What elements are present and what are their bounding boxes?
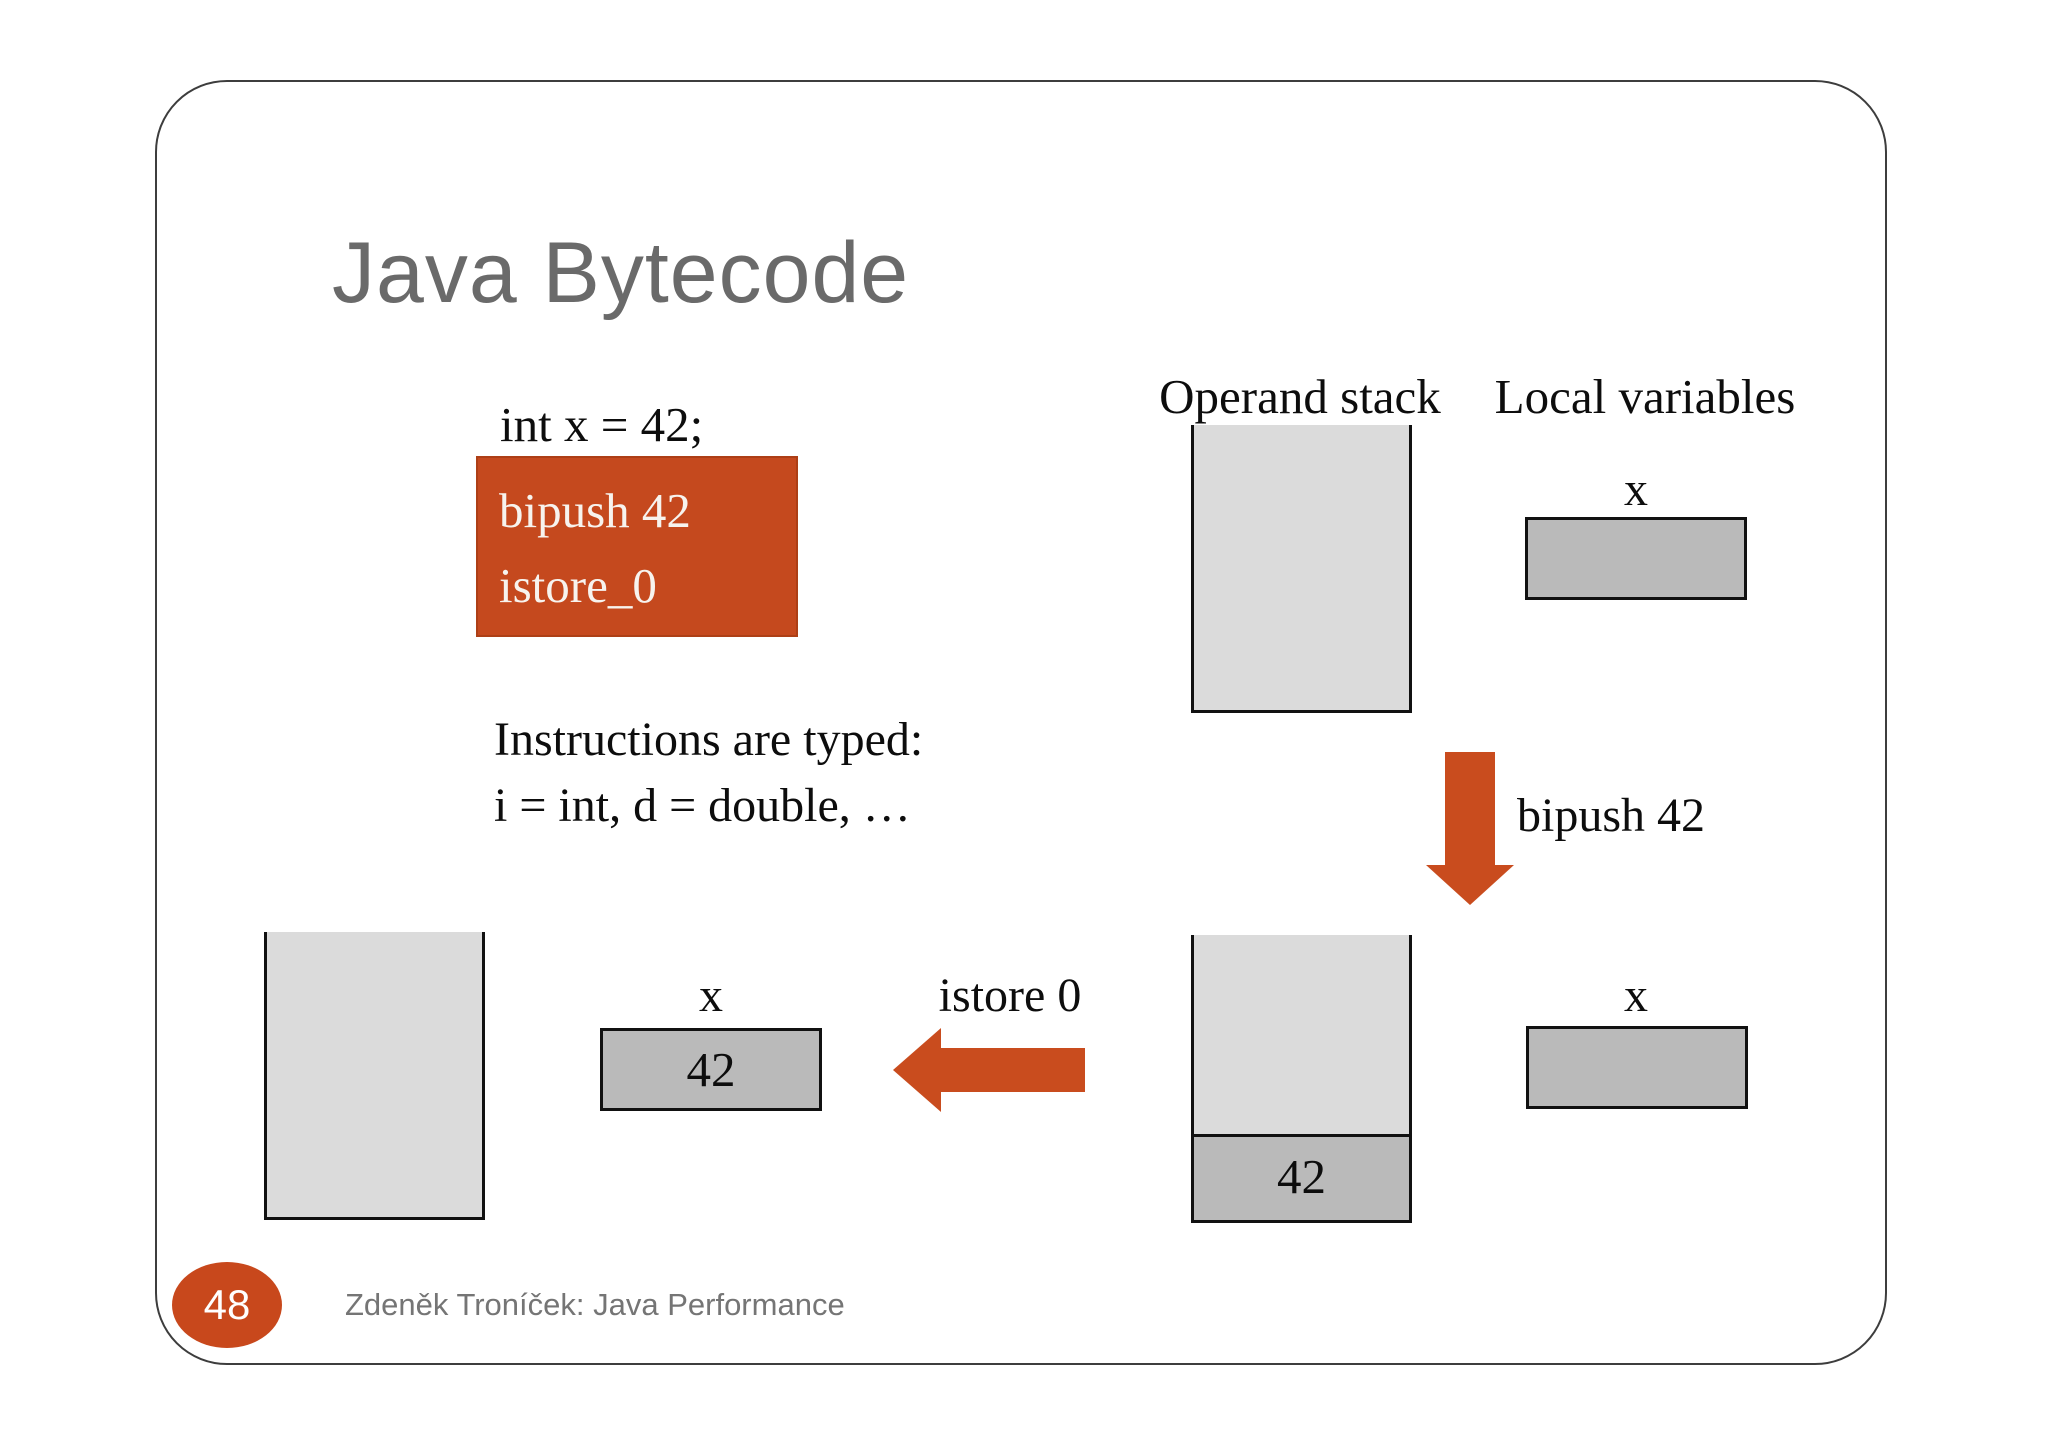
local-var-box-initial bbox=[1525, 517, 1747, 600]
operand-stack-header: Operand stack bbox=[1159, 369, 1441, 424]
bytecode-box: bipush 42 istore_0 bbox=[476, 456, 798, 637]
bipush-step-label: bipush 42 bbox=[1517, 789, 1706, 842]
istore-arrow-left-icon bbox=[893, 1028, 941, 1112]
local-var-label-after-bipush: x bbox=[1624, 969, 1648, 1022]
bipush-arrow-body bbox=[1445, 752, 1495, 865]
local-var-label-initial: x bbox=[1624, 463, 1648, 516]
istore-arrow-body bbox=[941, 1048, 1085, 1092]
bipush-arrow-down-icon bbox=[1426, 865, 1514, 905]
bytecode-line-istore: istore_0 bbox=[499, 558, 657, 613]
local-variables-header: Local variables bbox=[1494, 369, 1796, 424]
local-var-box-after-istore: 42 bbox=[600, 1028, 822, 1111]
stack-slot-value: 42 bbox=[1194, 1134, 1409, 1220]
source-code-line: int x = 42; bbox=[500, 397, 704, 452]
page-number-badge: 48 bbox=[172, 1262, 282, 1348]
footer-text: Zdeněk Troníček: Java Performance bbox=[345, 1287, 845, 1322]
local-var-label-after-istore: x bbox=[699, 969, 723, 1022]
operand-stack-initial bbox=[1191, 425, 1412, 713]
page-title: Java Bytecode bbox=[332, 225, 910, 321]
operand-stack-after-bipush: 42 bbox=[1191, 935, 1412, 1223]
local-var-box-after-bipush bbox=[1526, 1026, 1748, 1109]
note-line-2: i = int, d = double, … bbox=[494, 779, 911, 832]
bytecode-line-bipush: bipush 42 bbox=[499, 483, 691, 538]
istore-step-label: istore 0 bbox=[938, 969, 1082, 1022]
note-line-1: Instructions are typed: bbox=[494, 713, 924, 766]
operand-stack-after-istore bbox=[264, 932, 485, 1220]
